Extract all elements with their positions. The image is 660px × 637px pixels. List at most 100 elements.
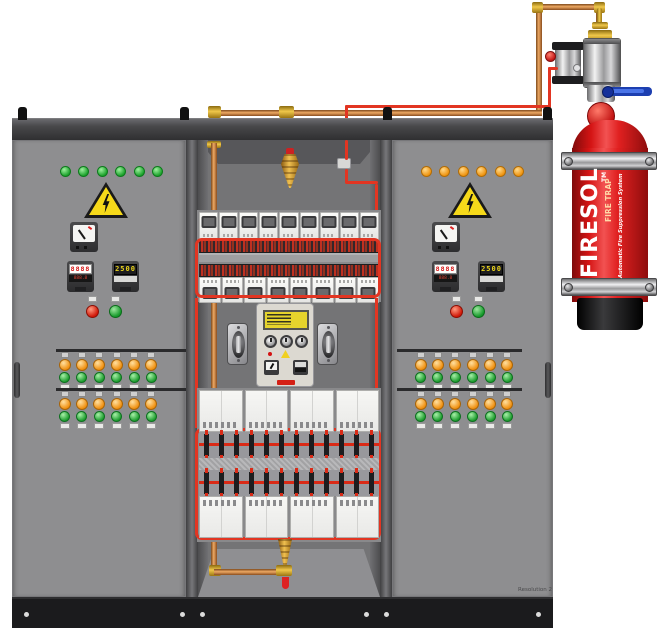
circuit-breaker [339, 212, 359, 240]
control-knob [295, 335, 308, 348]
circuit-breaker [199, 212, 219, 240]
brass-tee-fitting [279, 106, 294, 118]
frame-bolt [383, 107, 392, 120]
terminal-block [279, 430, 284, 460]
cylinder-tagline-label: Automatic Fire Suppression System [618, 173, 624, 278]
warning-triangle-icon [281, 350, 290, 358]
terminal-block [234, 430, 239, 460]
terminal-block [204, 430, 209, 460]
energy-meter-display: 2500 [480, 264, 503, 275]
frame-bolt [180, 107, 189, 120]
lightning-bolt-icon [466, 194, 474, 213]
terminal-block [354, 468, 359, 498]
detection-tube [548, 67, 558, 70]
heat-detector [337, 158, 351, 169]
indicator-rail [56, 388, 186, 391]
right-panel-door: 8888 888.8 2500 [392, 140, 553, 597]
actuator-indicator-dot [573, 64, 581, 72]
analog-meter [432, 222, 460, 252]
spray-nozzle-down-icon [281, 154, 299, 188]
frame-bolt [18, 107, 27, 120]
detection-tube [345, 105, 348, 120]
energy-meter-display: 2500 [114, 264, 137, 275]
energy-meter: 2500 [478, 261, 505, 292]
indicator-column [501, 352, 514, 390]
door-handle [14, 362, 20, 398]
indicator-lamp-orange [58, 398, 71, 410]
indicator-rail [397, 349, 522, 352]
multimeter-subdisplay: 888.8 [69, 275, 92, 282]
power-module-row [199, 496, 379, 538]
indicator-column [466, 391, 479, 429]
brass-elbow-fitting [532, 2, 543, 13]
indicator-lamp-orange [75, 359, 88, 371]
indicator-column [58, 352, 71, 390]
indicator-lamp-orange [58, 359, 71, 371]
plinth-screw [200, 612, 205, 617]
status-led [60, 166, 71, 177]
indicator-lamp-green [484, 372, 496, 383]
control-knob [264, 335, 277, 348]
indicator-lamp-green [111, 372, 123, 383]
strap-bolt [645, 283, 654, 292]
left-panel-door: 8888 888.8 2500 [12, 140, 186, 597]
door-handle [545, 362, 551, 398]
cabinet-plinth [12, 597, 553, 628]
indicator-lamp-green [501, 372, 513, 383]
indicator-column [75, 391, 88, 429]
high-voltage-warning-icon [448, 182, 492, 218]
knob-row [264, 335, 308, 349]
copper-floor-pipe [214, 569, 278, 575]
indicator-lamp-green [128, 411, 140, 422]
terminal-block [324, 468, 329, 498]
fire-cylinder-body [572, 148, 648, 302]
valve-pivot [602, 86, 614, 98]
indicator-lamp-orange [414, 359, 427, 371]
cabinet-lock [317, 323, 338, 365]
copper-header-pipe [212, 110, 542, 116]
terminal-block [264, 430, 269, 460]
terminal-block [294, 468, 299, 498]
indicator-lamp-green [93, 411, 105, 422]
indicator-lamp-orange [145, 359, 158, 371]
indicator-column-row [58, 391, 158, 429]
indicator-rail [56, 349, 186, 352]
indicator-lamp-green [59, 411, 70, 422]
indicator-lamp-orange [414, 398, 427, 410]
indicator-lamp-orange [466, 359, 479, 371]
meter-dial [435, 225, 457, 242]
indicator-column [128, 352, 141, 390]
indicator-lamp-orange [75, 398, 88, 410]
status-led [78, 166, 90, 177]
indicator-lamp-green [432, 372, 444, 383]
terminal-block [219, 468, 224, 498]
indicator-lamp-green [501, 411, 513, 422]
multimeter: 8888 888.8 [67, 261, 94, 292]
indicator-column [431, 352, 444, 390]
power-module [335, 496, 379, 538]
indicator-column [484, 391, 497, 429]
terminal-block [369, 468, 374, 498]
cylinder-product-line-label: FIRE TRAP [604, 178, 613, 222]
siphon-tube [597, 8, 602, 24]
alarm-led [268, 352, 272, 356]
terminal-block [249, 430, 254, 460]
circuit-breaker [299, 212, 319, 240]
indicator-lamp-orange [128, 398, 141, 410]
indicator-lamp-green [145, 411, 157, 422]
indicator-lamp-green [76, 372, 88, 383]
control-unit [256, 303, 314, 387]
high-voltage-warning-icon [84, 182, 128, 218]
terminal-block [369, 430, 374, 460]
status-led [512, 166, 524, 177]
power-lamp-green [109, 305, 122, 318]
detection-tube [345, 181, 378, 184]
indicator-rail [397, 388, 522, 391]
copper-loop-top-pipe [536, 4, 600, 10]
brass-elbow-fitting [594, 2, 605, 13]
terminal-block [204, 468, 209, 498]
plinth-screw [384, 612, 389, 617]
power-module [290, 390, 334, 432]
indicator-column [58, 391, 71, 429]
